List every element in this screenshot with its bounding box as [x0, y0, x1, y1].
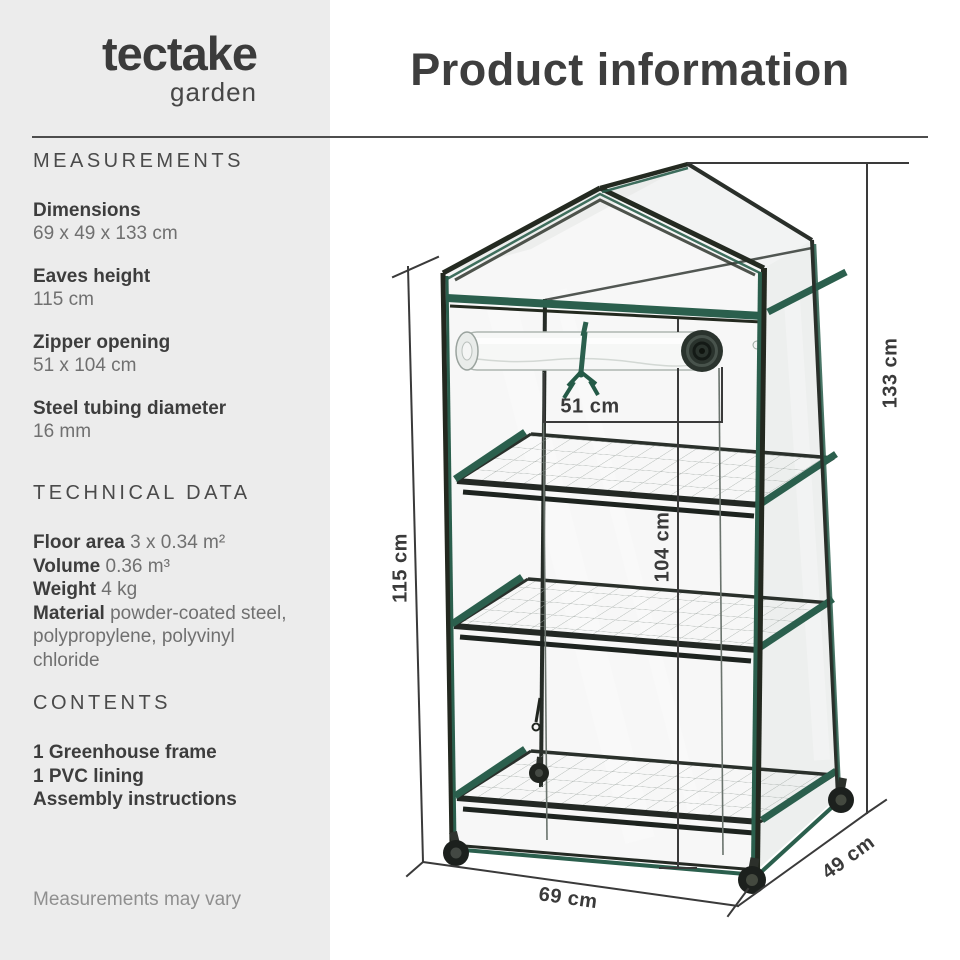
- measurements-heading: MEASUREMENTS: [33, 150, 244, 172]
- dim-label-115: 115 cm: [389, 533, 411, 603]
- technical-label: Volume: [33, 555, 101, 577]
- brand-name: tectake: [102, 27, 258, 80]
- section-technical-data: TECHNICAL DATA Floor area 3 x 0.34 m² Vo…: [33, 482, 305, 672]
- contents-heading: CONTENTS: [33, 692, 171, 714]
- dimension-total-height: 133 cm: [687, 162, 909, 814]
- measurement-item: Dimensions 69 x 49 x 133 cm: [33, 199, 305, 245]
- disclaimer-note: Measurements may vary: [33, 889, 242, 910]
- dim-label-51: 51 cm: [560, 395, 619, 417]
- technical-label: Floor area: [33, 532, 125, 553]
- technical-value: powder-coated steel, polypropylene, poly…: [33, 602, 287, 671]
- measurement-label: Eaves height: [33, 266, 151, 287]
- dim-label-49: 49 cm: [818, 831, 879, 884]
- technical-value: 3 x 0.34 m²: [130, 532, 226, 553]
- contents-item: 1 Greenhouse frame: [33, 742, 217, 763]
- door-tie-strap: [562, 321, 600, 400]
- dimension-annotations: 115 cm 69 cm 49 cm 133 cm 104 cm 51: [389, 162, 909, 918]
- caster-wheels: [443, 756, 854, 894]
- rolled-door: [455, 321, 762, 400]
- technical-heading: TECHNICAL DATA: [33, 482, 251, 504]
- measurement-value: 69 x 49 x 133 cm: [33, 223, 178, 244]
- measurement-value: 16 mm: [33, 421, 92, 442]
- dim-label-69: 69 cm: [537, 883, 599, 913]
- page-title: Product information: [410, 44, 850, 95]
- shelf-support-trims: [446, 268, 848, 320]
- mesh-shelf-bottom: [453, 746, 838, 836]
- brand-logo: tectake garden: [0, 27, 258, 107]
- dimension-zipper-height: 104 cm: [651, 319, 697, 869]
- dim-label-104: 104 cm: [651, 512, 673, 583]
- technical-value: 0.36 m³: [105, 555, 170, 577]
- dimension-depth: 49 cm: [736, 798, 888, 908]
- measurement-item: Zipper opening 51 x 104 cm: [33, 331, 305, 377]
- mesh-shelf-top: [453, 429, 838, 519]
- technical-row: Volume 0.36 m³: [33, 555, 305, 579]
- technical-value: 4 kg: [101, 579, 138, 600]
- dimension-width: 69 cm: [421, 860, 750, 918]
- technical-label: Weight: [33, 579, 96, 600]
- measurement-label: Steel tubing diameter: [33, 398, 227, 419]
- zipper-seams: [531, 367, 724, 856]
- dim-label-133: 133 cm: [879, 338, 901, 409]
- measurement-item: Steel tubing diameter 16 mm: [33, 397, 305, 443]
- measurement-item: Eaves height 115 cm: [33, 265, 305, 311]
- measurement-label: Dimensions: [33, 200, 141, 221]
- dimension-eaves-height: 115 cm: [389, 255, 440, 878]
- door-roll-end-cap: [681, 330, 723, 372]
- measurement-label: Zipper opening: [33, 332, 171, 353]
- dimension-zipper-width: 51 cm: [543, 367, 723, 423]
- brand-subline: garden: [170, 76, 257, 107]
- section-measurements: MEASUREMENTS Dimensions 69 x 49 x 133 cm…: [33, 150, 305, 463]
- technical-label: Material: [33, 602, 105, 624]
- technical-row: Floor area 3 x 0.34 m²: [33, 531, 305, 555]
- pvc-cover-panels: [443, 164, 838, 870]
- header-divider: [32, 136, 928, 138]
- mesh-shelf-middle: [450, 574, 835, 664]
- section-contents: CONTENTS 1 Greenhouse frame 1 PVC lining…: [33, 692, 305, 812]
- measurement-value: 51 x 104 cm: [33, 355, 137, 376]
- cover-edges: [440, 161, 842, 877]
- contents-item: 1 PVC lining: [33, 765, 144, 787]
- sidebar-panel: [0, 0, 330, 960]
- technical-row: Weight 4 kg: [33, 578, 305, 602]
- contents-item: Assembly instructions: [33, 789, 237, 810]
- steel-frame: [449, 198, 813, 788]
- measurement-value: 115 cm: [33, 289, 94, 310]
- technical-row: Material powder-coated steel, polypropyl…: [33, 602, 305, 673]
